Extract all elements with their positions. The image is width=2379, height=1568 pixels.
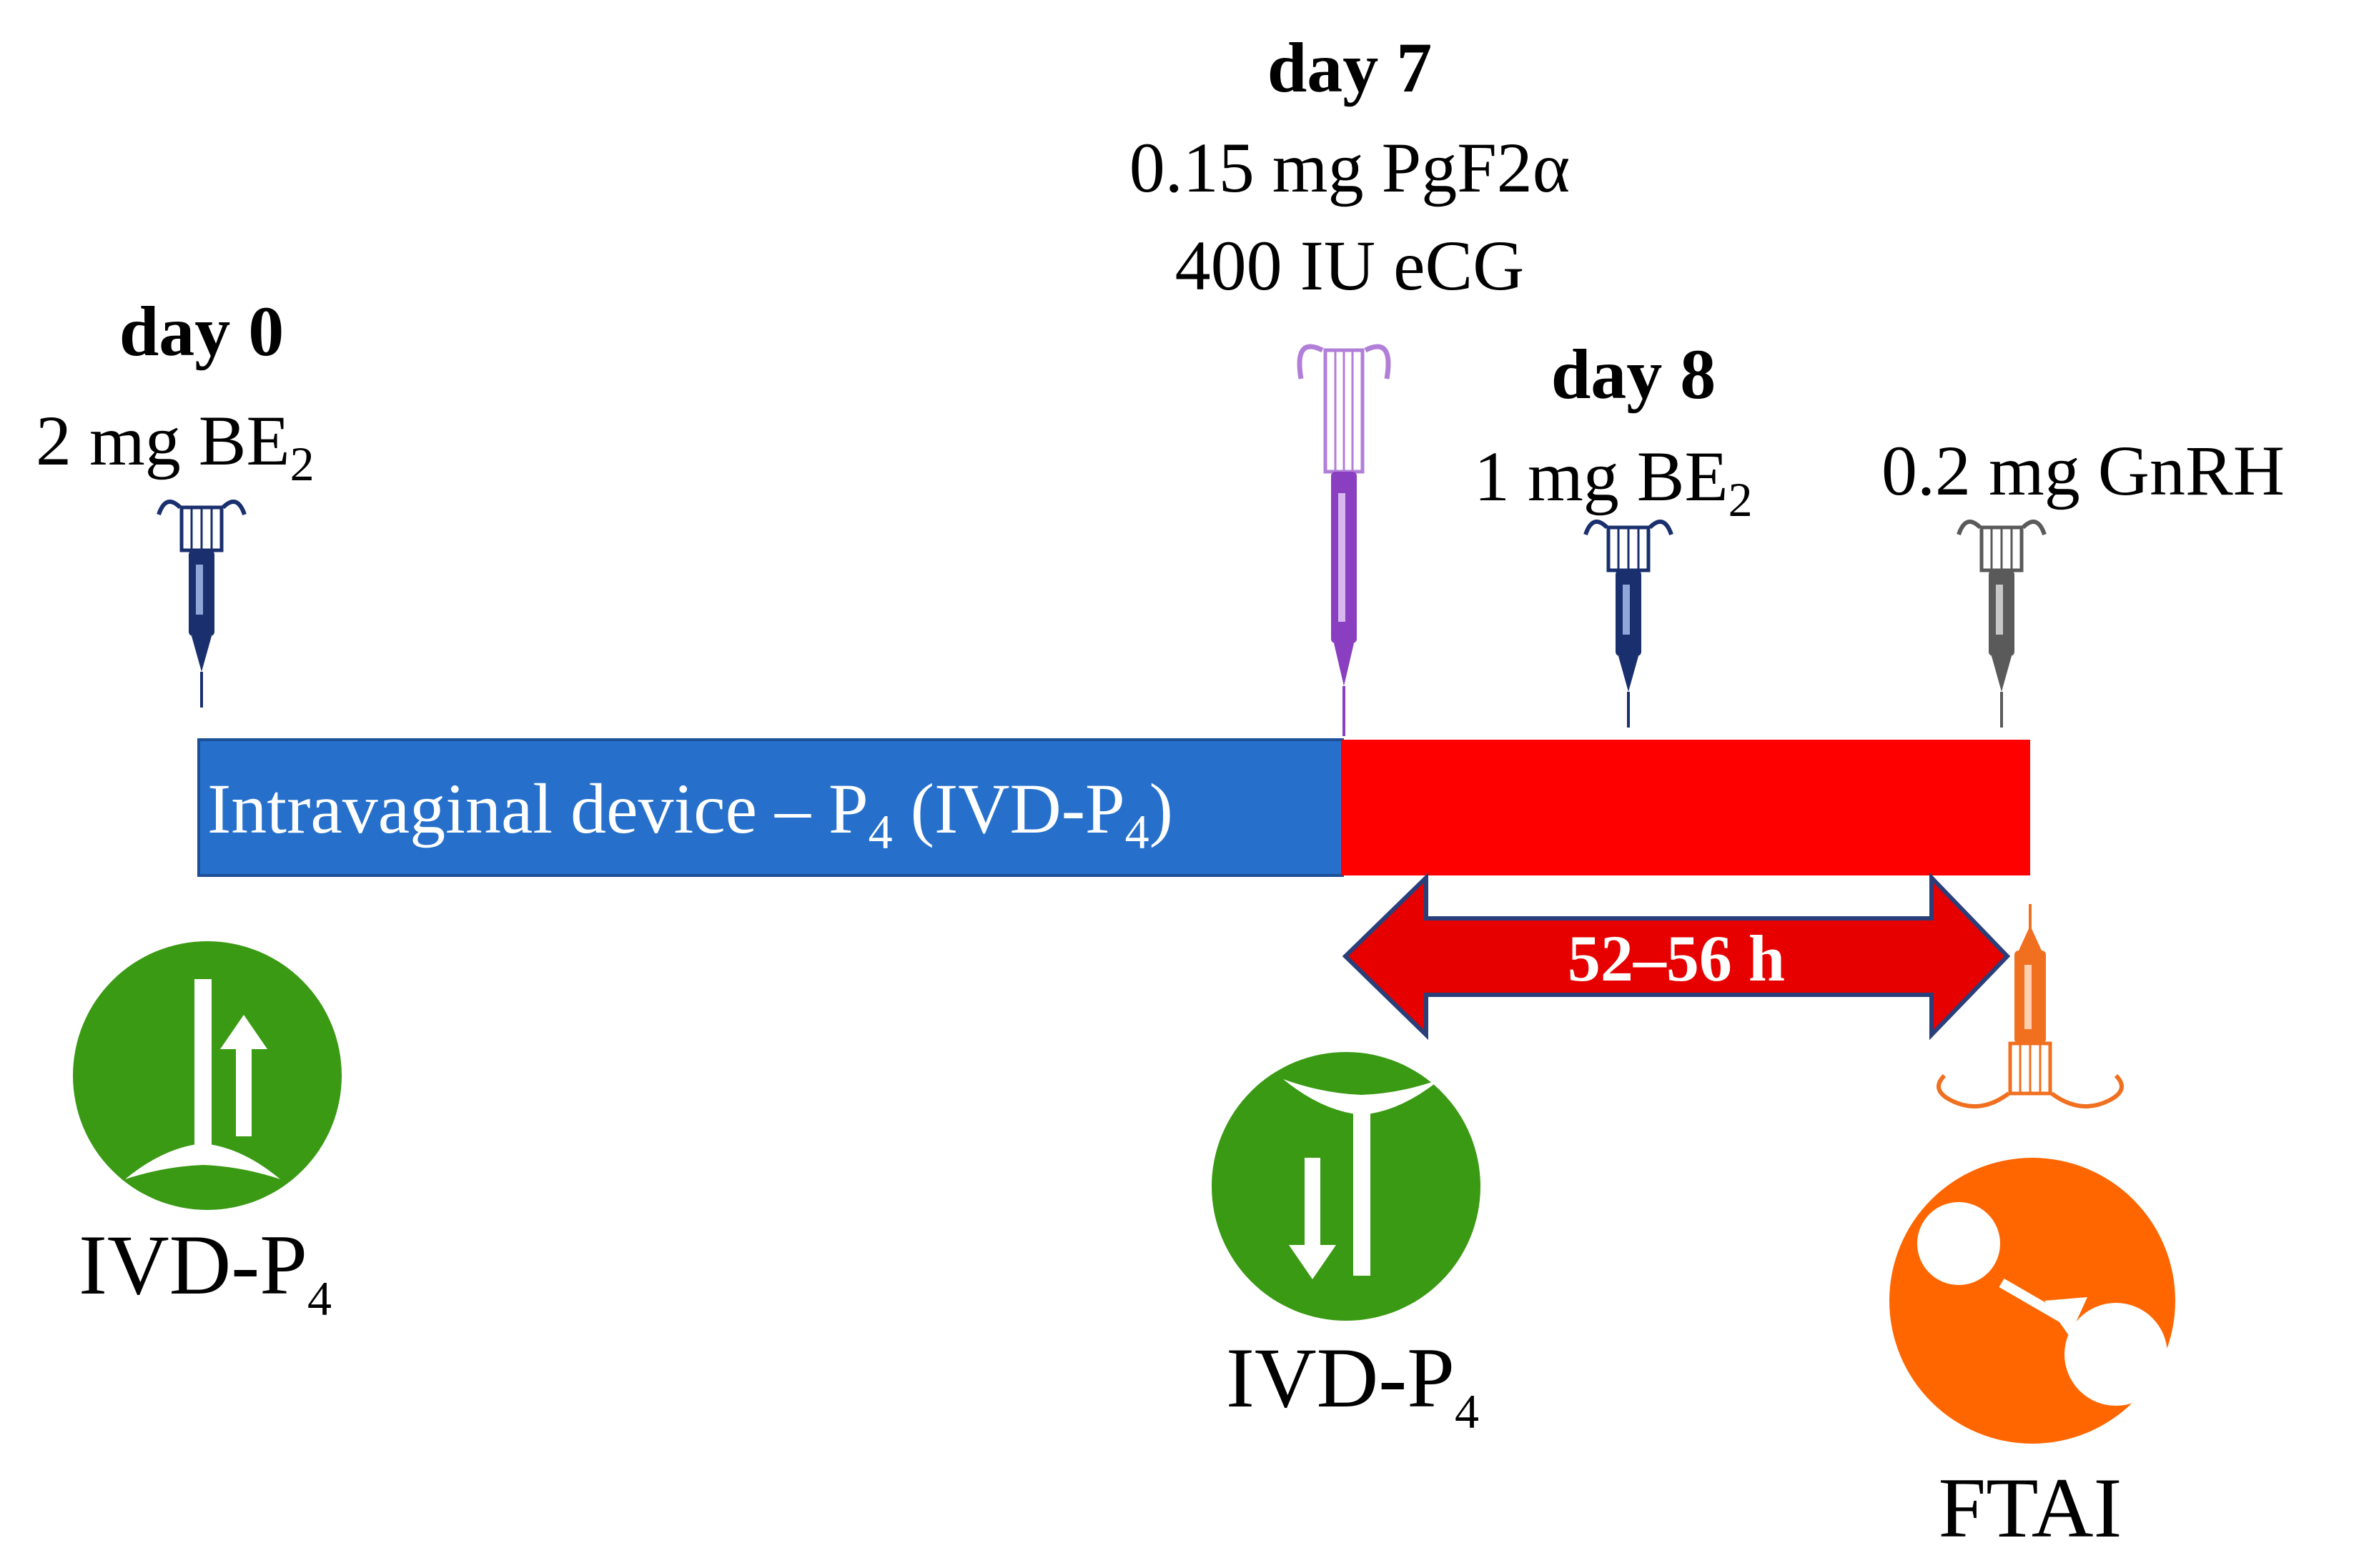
interval-arrow <box>1342 872 2011 1041</box>
post-removal-bar <box>1341 740 2030 875</box>
day7-dose-pgf: 0.15 mg PgF2α <box>1129 128 1570 207</box>
day7-dose-ecg: 400 IU eCG <box>1175 226 1525 305</box>
day0-dose: 2 mg BE2 <box>36 401 315 491</box>
ivd-insert-icon <box>73 941 342 1210</box>
ivd-remove-icon <box>1212 1052 1480 1321</box>
day0-title: day 0 <box>119 292 285 371</box>
syringe-day8-icon <box>1583 520 1673 728</box>
syringe-day0-icon <box>157 500 247 708</box>
ftai-icon <box>1889 1158 2175 1444</box>
day8-dose: 1 mg BE2 <box>1474 437 1753 527</box>
syringe-day7-icon <box>1297 344 1391 736</box>
gnrh-dose: 0.2 mg GnRH <box>1881 431 2285 510</box>
ftai-label: FTAI <box>1938 1460 2122 1555</box>
syringe-gnrh-icon <box>1957 520 2047 728</box>
interval-label: 52–56 h <box>1568 922 1785 995</box>
ivd-insert-label: IVD-P4 <box>79 1217 332 1326</box>
day7-title: day 7 <box>1267 28 1433 107</box>
device-bar <box>197 738 1344 877</box>
day8-title: day 8 <box>1551 334 1716 414</box>
device-bar-label: Intravaginal device – P4 (IVD-P4) <box>207 769 1173 859</box>
ivd-remove-label: IVD-P4 <box>1226 1330 1479 1439</box>
syringe-ftai-icon <box>1937 904 2124 1108</box>
